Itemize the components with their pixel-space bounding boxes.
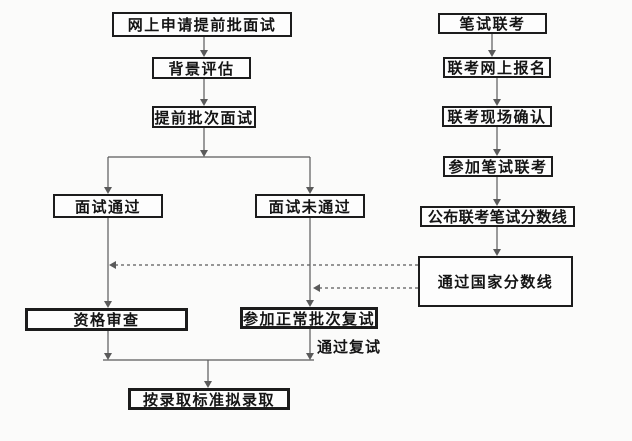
node-normal-retest: 参加正常批次复试: [240, 307, 378, 329]
node-final-admit: 按录取标准拟录取: [128, 388, 290, 410]
node-interview-fail: 面试未通过: [255, 194, 365, 218]
node-take-exam: 参加笔试联考: [443, 156, 553, 177]
node-early-interview-label: 提前批次面试: [154, 110, 254, 127]
dashed-feedback-arrows: [109, 261, 418, 292]
node-publish-line-label: 公布联考笔试分数线: [427, 210, 568, 226]
node-interview-pass-label: 面试通过: [74, 199, 141, 216]
node-onsite-confirm-label: 联考现场确认: [447, 110, 547, 126]
node-national-line: 通过国家分数线: [418, 256, 573, 307]
node-interview-fail-label: 面试未通过: [268, 199, 352, 216]
node-interview-pass: 面试通过: [53, 194, 163, 218]
node-qualification-label: 资格审查: [73, 313, 140, 329]
node-normal-retest-label: 参加正常批次复试: [243, 311, 376, 328]
node-background-eval-label: 背景评估: [168, 61, 235, 78]
right-track-arrows: [488, 34, 501, 256]
node-onsite-confirm: 联考现场确认: [442, 106, 552, 127]
left-track-arrows: [103, 37, 314, 388]
node-publish-line: 公布联考笔试分数线: [420, 206, 575, 227]
node-online-reg: 联考网上报名: [443, 57, 551, 78]
node-written-exam-label: 笔试联考: [459, 17, 526, 33]
node-background-eval: 背景评估: [152, 57, 251, 79]
node-early-interview: 提前批次面试: [152, 106, 256, 128]
node-final-admit-label: 按录取标准拟录取: [142, 392, 275, 409]
node-online-reg-label: 联考网上报名: [447, 61, 547, 77]
node-online-apply-label: 网上申请提前批面试: [127, 18, 277, 34]
node-qualification: 资格审查: [25, 308, 188, 331]
node-written-exam: 笔试联考: [438, 13, 547, 34]
node-take-exam-label: 参加笔试联考: [448, 160, 548, 176]
node-national-line-label: 通过国家分数线: [437, 275, 554, 291]
edge-label-pass-retest: 通过复试: [317, 340, 382, 356]
node-online-apply: 网上申请提前批面试: [112, 12, 292, 37]
